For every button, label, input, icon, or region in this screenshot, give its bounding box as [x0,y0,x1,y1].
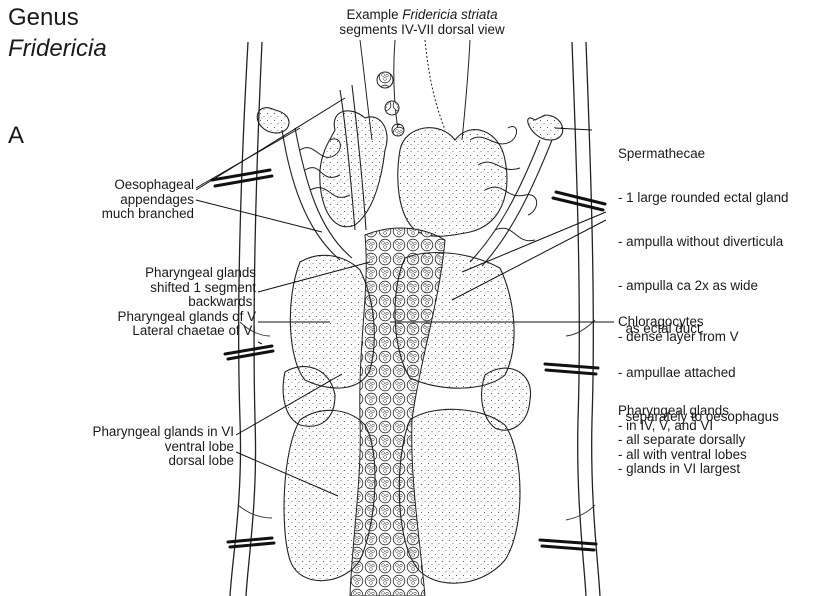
caption-line-2: segments IV-VII dorsal view [296,23,548,38]
caption-prefix: Example [346,7,402,22]
label-pharyngeal-shift: Pharyngeal glands shifted 1 segment back… [20,266,256,339]
label-lateral-chaetae: Lateral chaetae of VI [20,324,256,339]
label-line: - ampulla without diverticula [618,235,788,250]
label-line: appendages [70,193,194,208]
label-line: Pharyngeal glands [618,404,747,419]
label-oesophageal-appendages: Oesophageal appendages much branched [70,178,194,222]
pharyngeal-gland-vi-left-dorsal [284,410,375,580]
label-line: shifted 1 segment [20,281,256,296]
pharyngeal-gland-vi-right-dorsal [399,409,520,583]
figure-caption: Example Fridericia striata segments IV-V… [296,8,548,37]
label-line: Oesophageal [70,178,194,193]
label-line: - 1 large rounded ectal gland [618,191,788,206]
label-line: - dense layer from V [618,330,739,345]
label-line: - in IV, V, and VI [618,419,747,434]
label-line: - glands in VI largest [618,462,747,477]
panel-letter: A [8,122,24,150]
label-chloragocytes: Chloragocytes - dense layer from V [618,315,739,344]
label-line: Pharyngeal glands [20,266,256,281]
label-pharyngeal-vi: Pharyngeal glands in VI ventral lobe dor… [4,425,234,469]
label-pharyngeal-summary: Pharyngeal glands - in IV, V, and VI - a… [618,404,747,477]
label-line: Spermathecae [618,147,788,162]
label-line: backwards: [20,295,256,310]
genus-heading: Genus [8,4,79,32]
pharyngeal-gland-iv-right [398,128,507,237]
label-line: Chloragocytes [618,315,739,330]
label-line: ventral lobe [4,440,234,455]
label-pharyngeal-glands-v: Pharyngeal glands of V [20,310,256,325]
pharyngeal-gland-iv-left [320,111,387,227]
label-line: - ampullae attached [618,366,788,381]
label-line: Pharyngeal glands in VI [4,425,234,440]
label-line: much branched [70,207,194,222]
label-line: dorsal lobe [4,454,234,469]
pharyngeal-gland-v-right [395,253,514,389]
label-spermathecae: Spermathecae - 1 large rounded ectal gla… [618,118,788,439]
caption-line-1: Example Fridericia striata [296,8,548,23]
genus-name: Fridericia [8,35,107,63]
label-line: - all separate dorsally [618,433,747,448]
label-line: - ampulla ca 2x as wide [618,279,788,294]
caption-species: Fridericia striata [402,7,497,22]
label-line: - all with ventral lobes [618,448,747,463]
